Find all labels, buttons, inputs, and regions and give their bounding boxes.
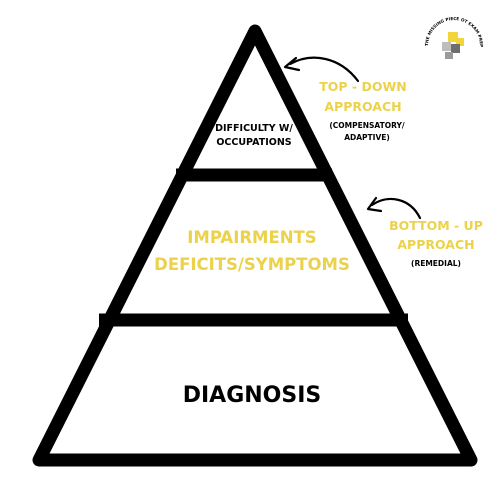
middle-tier-label-line2: DEFICITS/SYMPTOMS [154,255,350,274]
logo-text: THE MISSING PIECE OT EXAM PREP [424,16,484,47]
bottom-up-arrow-icon [370,197,422,220]
logo-piece-grey-icon [445,52,453,59]
logo-piece-dark-icon [451,44,460,53]
top-tier-label-line1: DIFFICULTY W/ [215,123,293,134]
top-tier-label-line2: OCCUPATIONS [216,137,291,148]
top-down-note-line2: ADAPTIVE) [344,133,390,142]
logo-piece-yellow-icon [456,38,464,46]
middle-tier-label-line1: IMPAIRMENTS [187,228,316,247]
top-down-arrowhead-icon [283,56,301,72]
bottom-up-note: (REMEDIAL) [411,259,461,268]
logo-piece-yellow-icon [448,32,458,42]
pyramid-outline [32,24,478,467]
missing-piece-logo: THE MISSING PIECE OT EXAM PREP [424,16,484,59]
bottom-up-title-line2: APPROACH [397,237,474,252]
bottom-up-arrowhead-icon [366,196,383,213]
logo-text-path: THE MISSING PIECE OT EXAM PREP [424,16,484,47]
top-down-note-line1: (COMPENSATORY/ [329,121,405,130]
bottom-tier-label: DIAGNOSIS [183,383,322,408]
top-down-title-line2: APPROACH [324,99,401,114]
bottom-up-title-line1: BOTTOM - UP [389,218,483,233]
logo-piece-grey-icon [442,42,451,51]
top-down-title-line1: TOP - DOWN [319,79,406,94]
top-down-arrow-icon [288,56,360,83]
